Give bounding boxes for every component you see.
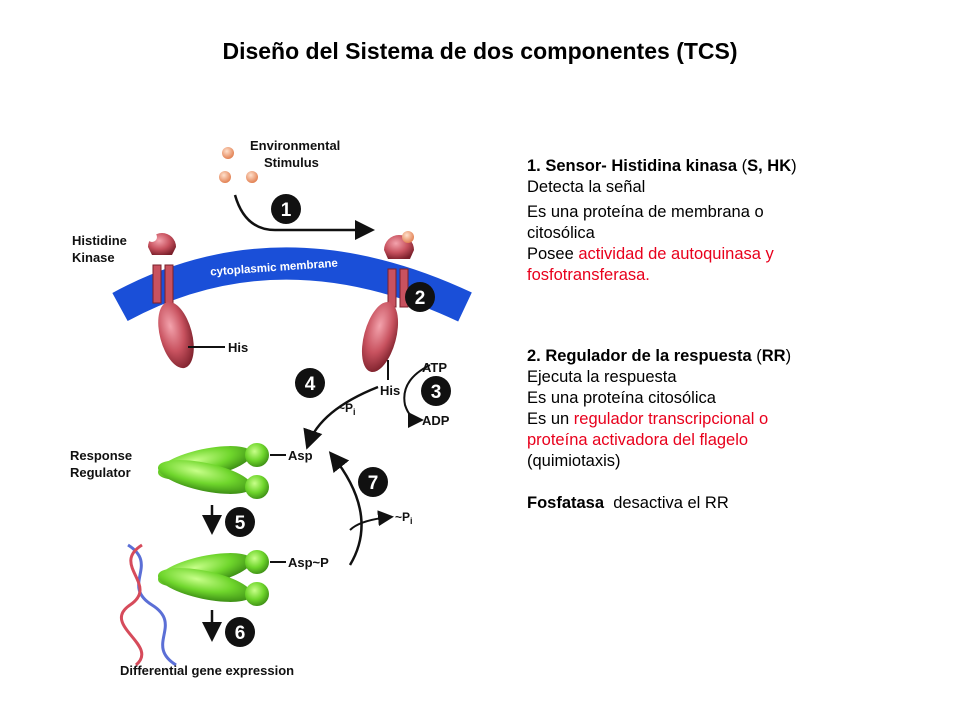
differential-gene-expression-label: Differential gene expression — [120, 663, 294, 678]
sensor-line-1: Detecta la señal — [527, 178, 646, 196]
asp-label: Asp — [288, 448, 313, 463]
pi-top-label: ~Pi — [338, 401, 356, 417]
svg-text:1: 1 — [281, 200, 292, 221]
histidine-kinase-right — [361, 231, 414, 373]
sensor-line-2a: Es una proteína de membrana o — [527, 203, 764, 221]
page-title: Diseño del Sistema de dos componentes (T… — [222, 38, 738, 64]
regulator-line-2: Es una proteína citosólica — [527, 389, 716, 407]
pi-bottom-label: ~Pi — [395, 510, 413, 526]
dephosphorylation-arrow — [328, 451, 363, 566]
atp-adp-arrow — [403, 364, 431, 428]
histidine-kinase-label-1: Histidine — [72, 233, 127, 248]
sensor-heading: 1. Sensor- Histidina kinasa (S, HK) — [527, 157, 797, 175]
regulator-line-3: Es un regulador transcripcional o — [527, 410, 769, 428]
dna-helix — [120, 543, 177, 667]
adp-label: ADP — [422, 413, 450, 428]
step-4: 4 — [295, 368, 325, 398]
sensor-line-2b: citosólica — [527, 224, 595, 242]
step-1: 1 — [271, 194, 301, 224]
stimulus-label-2: Stimulus — [264, 155, 319, 170]
stimulus-arrow — [233, 194, 375, 240]
ligand-1 — [222, 147, 234, 159]
svg-text:6: 6 — [235, 623, 246, 644]
histidine-kinase-label-2: Kinase — [72, 250, 115, 265]
response-regulator — [157, 443, 269, 499]
phosphotransfer-arrow — [303, 385, 379, 450]
sensor-line-3b: fosfotransferasa. — [527, 266, 650, 284]
his-right-label: His — [380, 383, 400, 398]
regulator-line-3b: proteína activadora del flagelo — [527, 431, 749, 449]
regulator-line-1: Ejecuta la respuesta — [527, 368, 677, 386]
step-6: 6 — [225, 617, 255, 647]
ligand-2 — [219, 171, 231, 183]
phosphatase-line: Fosfatasa desactiva el RR — [527, 494, 729, 512]
ligand-3 — [246, 171, 258, 183]
stimulus-label-1: Environmental — [250, 138, 340, 153]
svg-text:5: 5 — [235, 513, 246, 534]
atp-label: ATP — [422, 360, 447, 375]
step-2: 2 — [405, 282, 435, 312]
response-regulator-phosphorylated — [157, 550, 269, 606]
svg-text:7: 7 — [368, 473, 379, 494]
step-3: 3 — [421, 376, 451, 406]
his-left-label: His — [228, 340, 248, 355]
regulator-heading: 2. Regulador de la respuesta (RR) — [527, 347, 792, 365]
regulator-line-4: (quimiotaxis) — [527, 452, 621, 470]
svg-text:4: 4 — [305, 374, 316, 395]
response-regulator-label-1: Response — [70, 448, 132, 463]
response-regulator-label-2: Regulator — [70, 465, 131, 480]
step-5: 5 — [225, 507, 255, 537]
asp-p-label: Asp~P — [288, 555, 329, 570]
pi-release-arrow — [349, 510, 394, 531]
histidine-kinase-left — [147, 232, 194, 369]
sensor-line-3: Posee actividad de autoquinasa y — [527, 245, 774, 263]
step-7: 7 — [358, 467, 388, 497]
tcs-diagram: Environmental Stimulus 1 cytoplasmic mem… — [70, 138, 472, 678]
svg-text:3: 3 — [431, 382, 442, 403]
description-panel: 1. Sensor- Histidina kinasa (S, HK) Dete… — [527, 156, 927, 514]
svg-text:2: 2 — [415, 288, 426, 309]
